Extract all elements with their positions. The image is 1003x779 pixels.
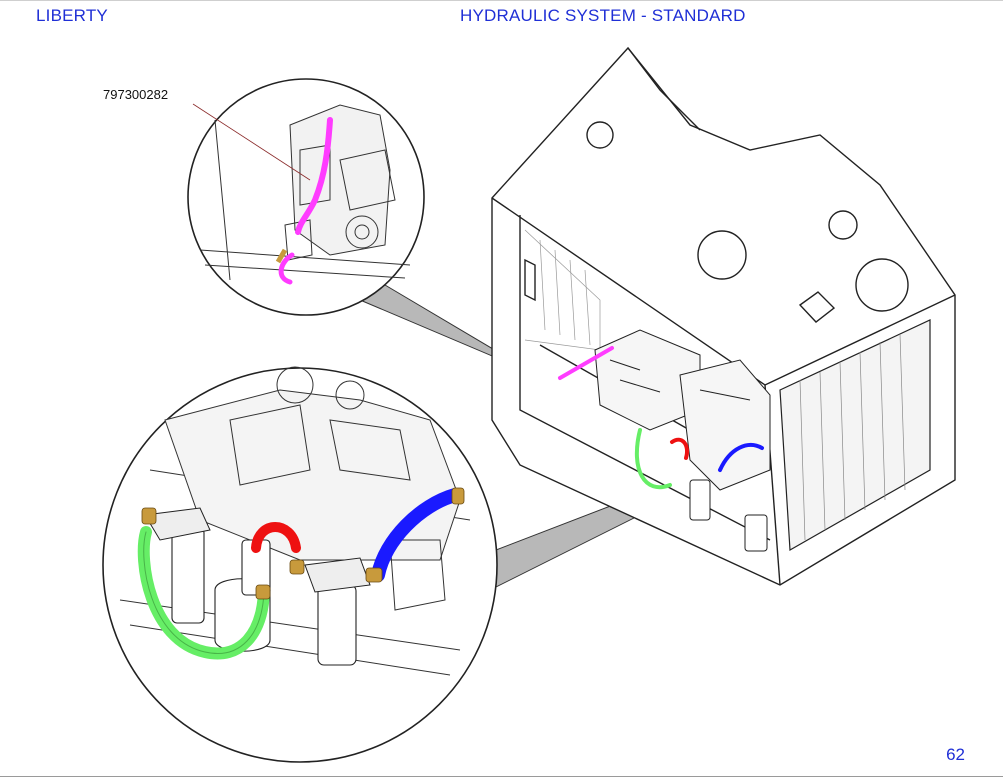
lower-detail-view bbox=[102, 366, 498, 763]
bottom-rule bbox=[0, 776, 1003, 777]
lower-filters bbox=[171, 527, 357, 666]
inner-panels bbox=[524, 229, 601, 351]
part-number-callout: 797300282 bbox=[103, 87, 169, 102]
enclosure bbox=[491, 46, 956, 586]
red-hose bbox=[251, 522, 301, 553]
enclosure-filters bbox=[689, 479, 768, 552]
brand-name: LIBERTY bbox=[36, 6, 108, 25]
brass-fittings bbox=[141, 487, 465, 600]
filter-heads bbox=[144, 507, 371, 593]
enclosure-hoses bbox=[558, 346, 764, 489]
page-number: 62 bbox=[946, 745, 965, 764]
radiator-grille bbox=[779, 319, 931, 551]
upper-detail-view bbox=[187, 78, 425, 316]
engine-assembly bbox=[594, 329, 771, 491]
blue-hose bbox=[371, 488, 462, 582]
page-title: HYDRAULIC SYSTEM - STANDARD bbox=[460, 6, 746, 25]
top-rule bbox=[0, 0, 1003, 1]
